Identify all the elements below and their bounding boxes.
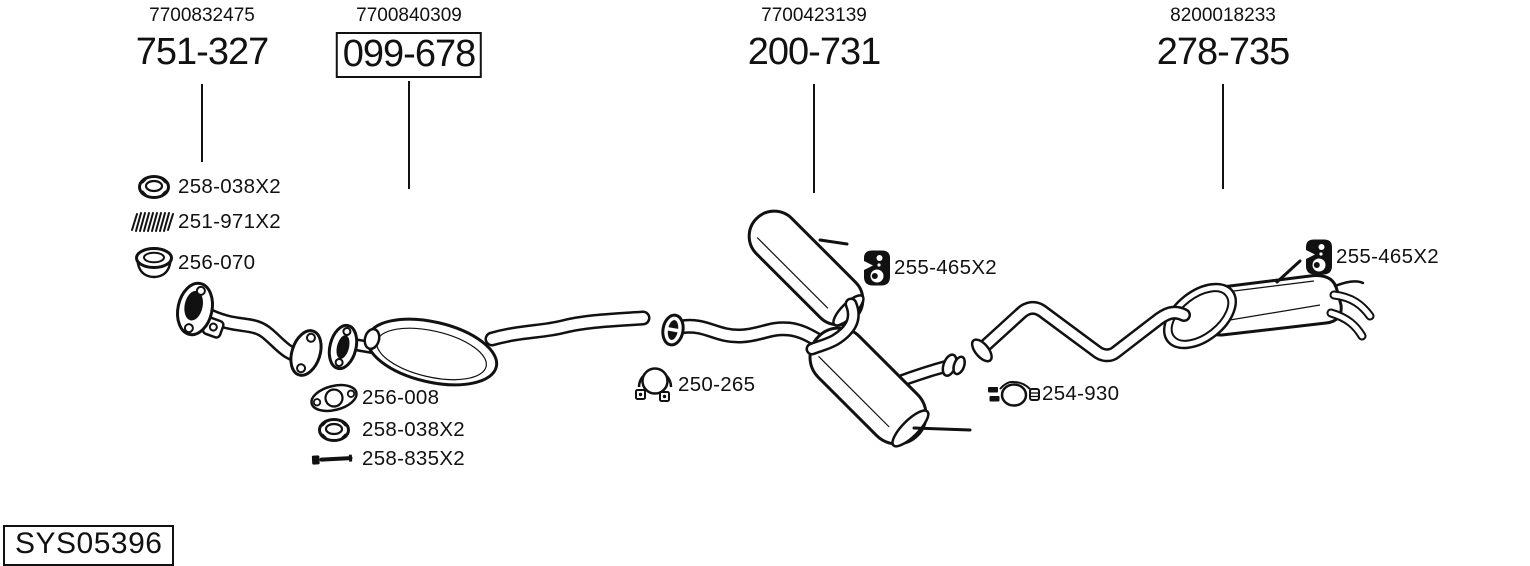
- fitting-row: 258-038X2: [130, 174, 281, 200]
- ring-gasket-icon: [130, 246, 178, 280]
- fitting-label: 251-971X2: [178, 210, 282, 233]
- fitting-label: 258-038X2: [362, 418, 466, 441]
- fitting-label: 258-038X2: [178, 175, 282, 198]
- oem-number: 7700840309: [356, 5, 462, 26]
- bolt-icon: [306, 452, 362, 466]
- rear-silencer-drawing: [970, 259, 1375, 363]
- fitting-label: 254-930: [1042, 382, 1120, 405]
- fitting-label: 255-465X2: [1336, 245, 1440, 268]
- fitting-label: 256-070: [178, 251, 256, 274]
- spring-icon: [130, 210, 178, 234]
- oval-gasket-icon: [306, 382, 362, 414]
- rubber-hanger-icon: [860, 249, 894, 287]
- lock-nut-icon: [130, 174, 178, 200]
- pipe-clamp-icon: [630, 363, 678, 407]
- front-pipe-drawing: [176, 281, 323, 377]
- fitting-label: 258-835X2: [362, 447, 466, 470]
- fitting-row: 251-971X2: [130, 210, 281, 234]
- fitting-label: 256-008: [362, 386, 440, 409]
- part-code: 751-327: [135, 31, 269, 73]
- leader-lines: [201, 81, 1224, 193]
- part-group-front-pipe: 7700832475 751-327: [135, 5, 269, 73]
- fitting-row: 255-465X2: [1302, 238, 1439, 276]
- fitting-label: 255-465X2: [894, 256, 998, 279]
- oem-number: 8200018233: [1170, 5, 1276, 26]
- fitting-row: 256-008: [306, 382, 439, 414]
- lock-nut-icon: [306, 417, 362, 443]
- oem-number: 7700832475: [149, 5, 255, 26]
- system-id: SYS05396: [15, 527, 163, 560]
- fitting-row: 255-465X2: [860, 249, 997, 287]
- fitting-row: 250-265: [630, 363, 755, 407]
- part-code: 200-731: [747, 31, 881, 73]
- part-group-rear-silencer: 8200018233 278-735: [1156, 5, 1290, 73]
- part-group-twin-silencer: 7700423139 200-731: [747, 5, 881, 73]
- part-code-boxed: 099-678: [335, 32, 483, 78]
- fitting-row: 258-038X2: [306, 417, 465, 443]
- rubber-hanger-icon: [1302, 238, 1336, 276]
- system-id-badge: SYS05396: [3, 525, 175, 566]
- fitting-row: 258-835X2: [306, 447, 465, 471]
- catalyst-drawing: [327, 310, 651, 387]
- fitting-row: 256-070: [130, 246, 255, 280]
- fitting-row: 254-930: [986, 377, 1119, 411]
- oem-number: 7700423139: [761, 5, 867, 26]
- part-code: 278-735: [1156, 31, 1290, 73]
- fitting-label: 250-265: [678, 373, 756, 396]
- part-group-catalyst: 7700840309 099-678: [335, 5, 483, 78]
- double-clamp-icon: [986, 377, 1042, 411]
- twin-silencer-drawing: [661, 209, 972, 448]
